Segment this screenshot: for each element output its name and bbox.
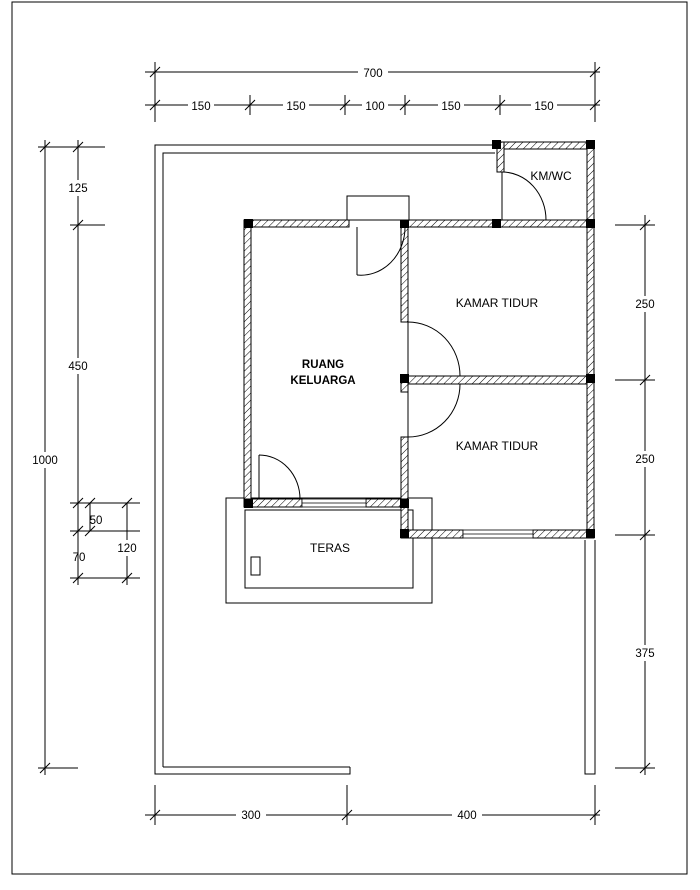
teras-slab — [225, 497, 433, 604]
dim-left-1: 125 — [68, 183, 87, 195]
dim-bottom-2: 400 — [457, 810, 476, 822]
page-border — [11, 1, 688, 875]
entrance-canopy — [346, 195, 410, 221]
dim-right-2: 250 — [635, 454, 654, 466]
dim-top-1: 150 — [191, 101, 210, 113]
windows — [301, 498, 534, 539]
dim-top-2: 150 — [286, 101, 305, 113]
doors — [258, 171, 547, 500]
dim-left-teras: 120 — [117, 543, 136, 555]
dim-left-small-1: 50 — [90, 515, 103, 527]
room-label-kamar-tidur-2: KAMAR TIDUR — [456, 439, 539, 453]
teras-fixture — [250, 556, 261, 576]
room-label-teras: TERAS — [310, 541, 350, 555]
door-entrance — [356, 226, 406, 276]
door-kmwc — [501, 171, 547, 221]
room-label-keluarga: KELUARGA — [290, 375, 355, 387]
dim-right-3: 375 — [635, 648, 654, 660]
dimension-labels: 700 150 150 100 150 150 1000 125 450 50 … — [26, 64, 659, 823]
dim-left-total: 1000 — [32, 455, 58, 467]
dim-top-total: 700 — [363, 68, 382, 80]
dim-bottom-1: 300 — [241, 810, 260, 822]
dim-top-5: 150 — [534, 101, 553, 113]
columns — [244, 140, 595, 538]
door-teras — [258, 454, 301, 500]
room-labels: KM/WC KAMAR TIDUR KAMAR TIDUR RUANG KELU… — [290, 169, 572, 555]
walls — [243, 141, 595, 539]
room-label-kmwc: KM/WC — [530, 169, 572, 183]
room-label-kamar-tidur-1: KAMAR TIDUR — [456, 296, 539, 310]
dim-top-3: 100 — [365, 101, 384, 113]
dim-top-4: 150 — [441, 101, 460, 113]
site-boundary — [154, 144, 596, 775]
dim-right-1: 250 — [635, 299, 654, 311]
dim-left-small-2: 70 — [73, 552, 86, 564]
dim-left-2: 450 — [68, 361, 87, 373]
door-bedroom-1 — [407, 321, 461, 377]
room-label-ruang: RUANG — [302, 359, 344, 371]
door-bedroom-2 — [407, 383, 461, 438]
